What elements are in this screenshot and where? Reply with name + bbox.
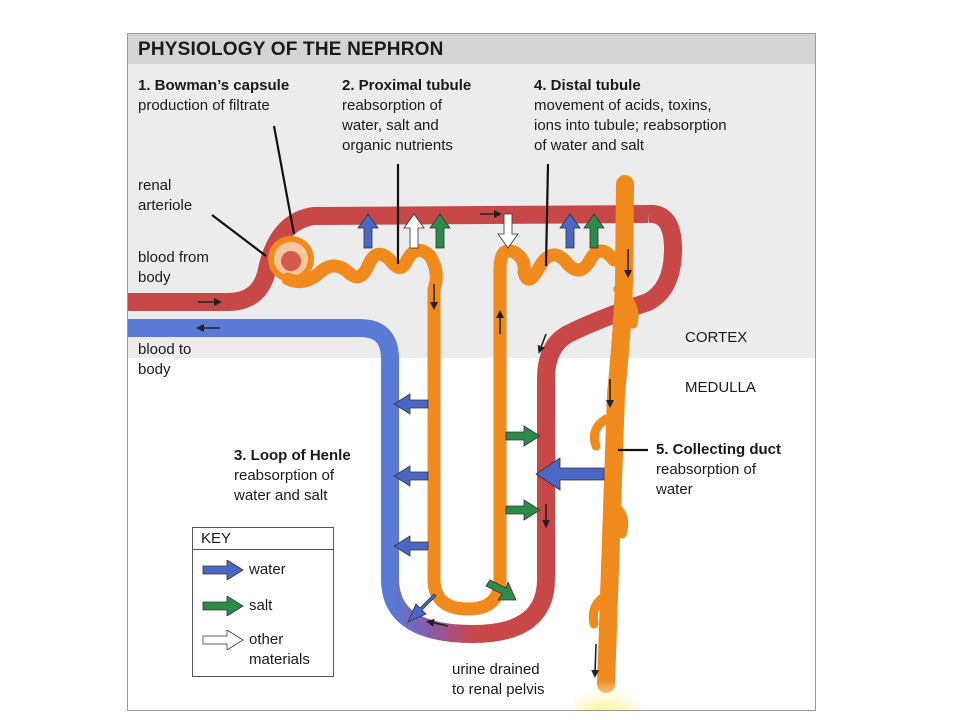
urine-outflow (572, 673, 640, 710)
renal-arteriole-label: renal arteriole (138, 176, 192, 216)
salt-arrow (485, 579, 517, 601)
step-description: water, salt and (342, 117, 439, 134)
legend-label: salt (249, 597, 273, 614)
transport-arrows (357, 213, 605, 623)
blood-from-body-label: blood from body (138, 248, 209, 288)
step-description: water and salt (234, 487, 328, 504)
step-description: production of filtrate (138, 97, 270, 114)
water-arrow (407, 593, 437, 623)
legend-label: water (249, 561, 286, 578)
leader-lines (211, 125, 648, 452)
collecting-duct-branch-1 (613, 284, 639, 329)
label-line: to renal pelvis (452, 681, 545, 698)
step-distal-tubule: 4. Distal tubule movement of acids, toxi… (534, 76, 727, 156)
blood-to-body-label: blood to body (138, 340, 191, 380)
water-arrow-icon (202, 560, 244, 580)
diagram-frame: PHYSIOLOGY OF THE NEPHRON (127, 33, 816, 711)
legend: KEY water salt other materials (192, 527, 334, 677)
step-description: ions into tubule; reabsorption (534, 117, 727, 134)
cortex-label: CORTEX (685, 329, 748, 346)
step-description: reabsorption of (342, 97, 443, 114)
label-line: renal (138, 177, 172, 194)
urine-label: urine drained to renal pelvis (452, 660, 545, 700)
efferent-vessel (472, 204, 682, 643)
label-line: body (138, 269, 171, 286)
step-collecting-duct: 5. Collecting duct reabsorption of water (656, 440, 781, 500)
other-materials-arrow (403, 213, 425, 249)
flow-arrows (196, 210, 632, 678)
medulla-label: MEDULLA (685, 379, 756, 396)
step-heading: 4. Distal tubule (534, 77, 641, 94)
flow-arrow (426, 618, 449, 627)
nephron-diagram (128, 125, 682, 710)
salt-arrow (429, 213, 451, 249)
label-line: blood from (138, 249, 209, 266)
water-arrow (393, 465, 429, 487)
water-arrow (559, 213, 581, 249)
label-line: urine drained (452, 661, 540, 678)
flow-arrow (591, 643, 600, 678)
water-arrow (393, 535, 429, 557)
leader-line (544, 163, 550, 267)
step-proximal-tubule: 2. Proximal tubule reabsorption of water… (342, 76, 471, 156)
step-heading: 5. Collecting duct (656, 441, 782, 458)
diagram-title: PHYSIOLOGY OF THE NEPHRON (138, 39, 444, 60)
flow-arrow (537, 333, 547, 354)
water-arrow (535, 457, 605, 491)
step-description: organic nutrients (342, 137, 453, 154)
other-materials-arrow (497, 213, 519, 249)
afferent-arteriole (128, 205, 649, 311)
step-heading: 3. Loop of Henle (234, 447, 351, 464)
bowmans-capsule (268, 236, 314, 282)
salt-arrow (505, 425, 541, 447)
collecting-duct-branch-3 (607, 499, 629, 539)
legend-label: materials (249, 651, 310, 668)
water-arrow (393, 393, 429, 415)
legend-title: KEY (193, 528, 333, 550)
header-bar: PHYSIOLOGY OF THE NEPHRON (128, 34, 815, 64)
step-heading: 2. Proximal tubule (342, 77, 472, 94)
salt-arrow (583, 213, 605, 249)
distal-tubule (493, 244, 621, 586)
water-arrow (357, 213, 379, 249)
collecting-duct-branch-4 (588, 589, 613, 629)
legend-label: other (249, 631, 284, 648)
label-line: arteriole (138, 197, 193, 214)
step-description: reabsorption of (234, 467, 335, 484)
label-line: blood to (138, 341, 192, 358)
step-heading: 1. Bowman’s capsule (138, 77, 290, 94)
salt-arrow-icon (202, 596, 244, 616)
step-loop-of-henle: 3. Loop of Henle reabsorption of water a… (234, 446, 351, 506)
salt-arrow (505, 499, 541, 521)
step-description: movement of acids, toxins, (534, 97, 712, 114)
step-bowmans-capsule: 1. Bowman’s capsule production of filtra… (138, 76, 289, 116)
step-description: water (656, 481, 693, 498)
label-line: body (138, 361, 171, 378)
step-description: of water and salt (534, 137, 645, 154)
nephron-tubule (281, 175, 640, 710)
proximal-tubule (281, 243, 507, 616)
leader-line (211, 214, 267, 257)
collecting-duct-branch-2 (589, 414, 611, 451)
leader-line (272, 125, 296, 235)
venous-return (128, 319, 399, 579)
other-materials-arrow-icon (202, 630, 244, 650)
step-description: reabsorption of (656, 461, 757, 478)
